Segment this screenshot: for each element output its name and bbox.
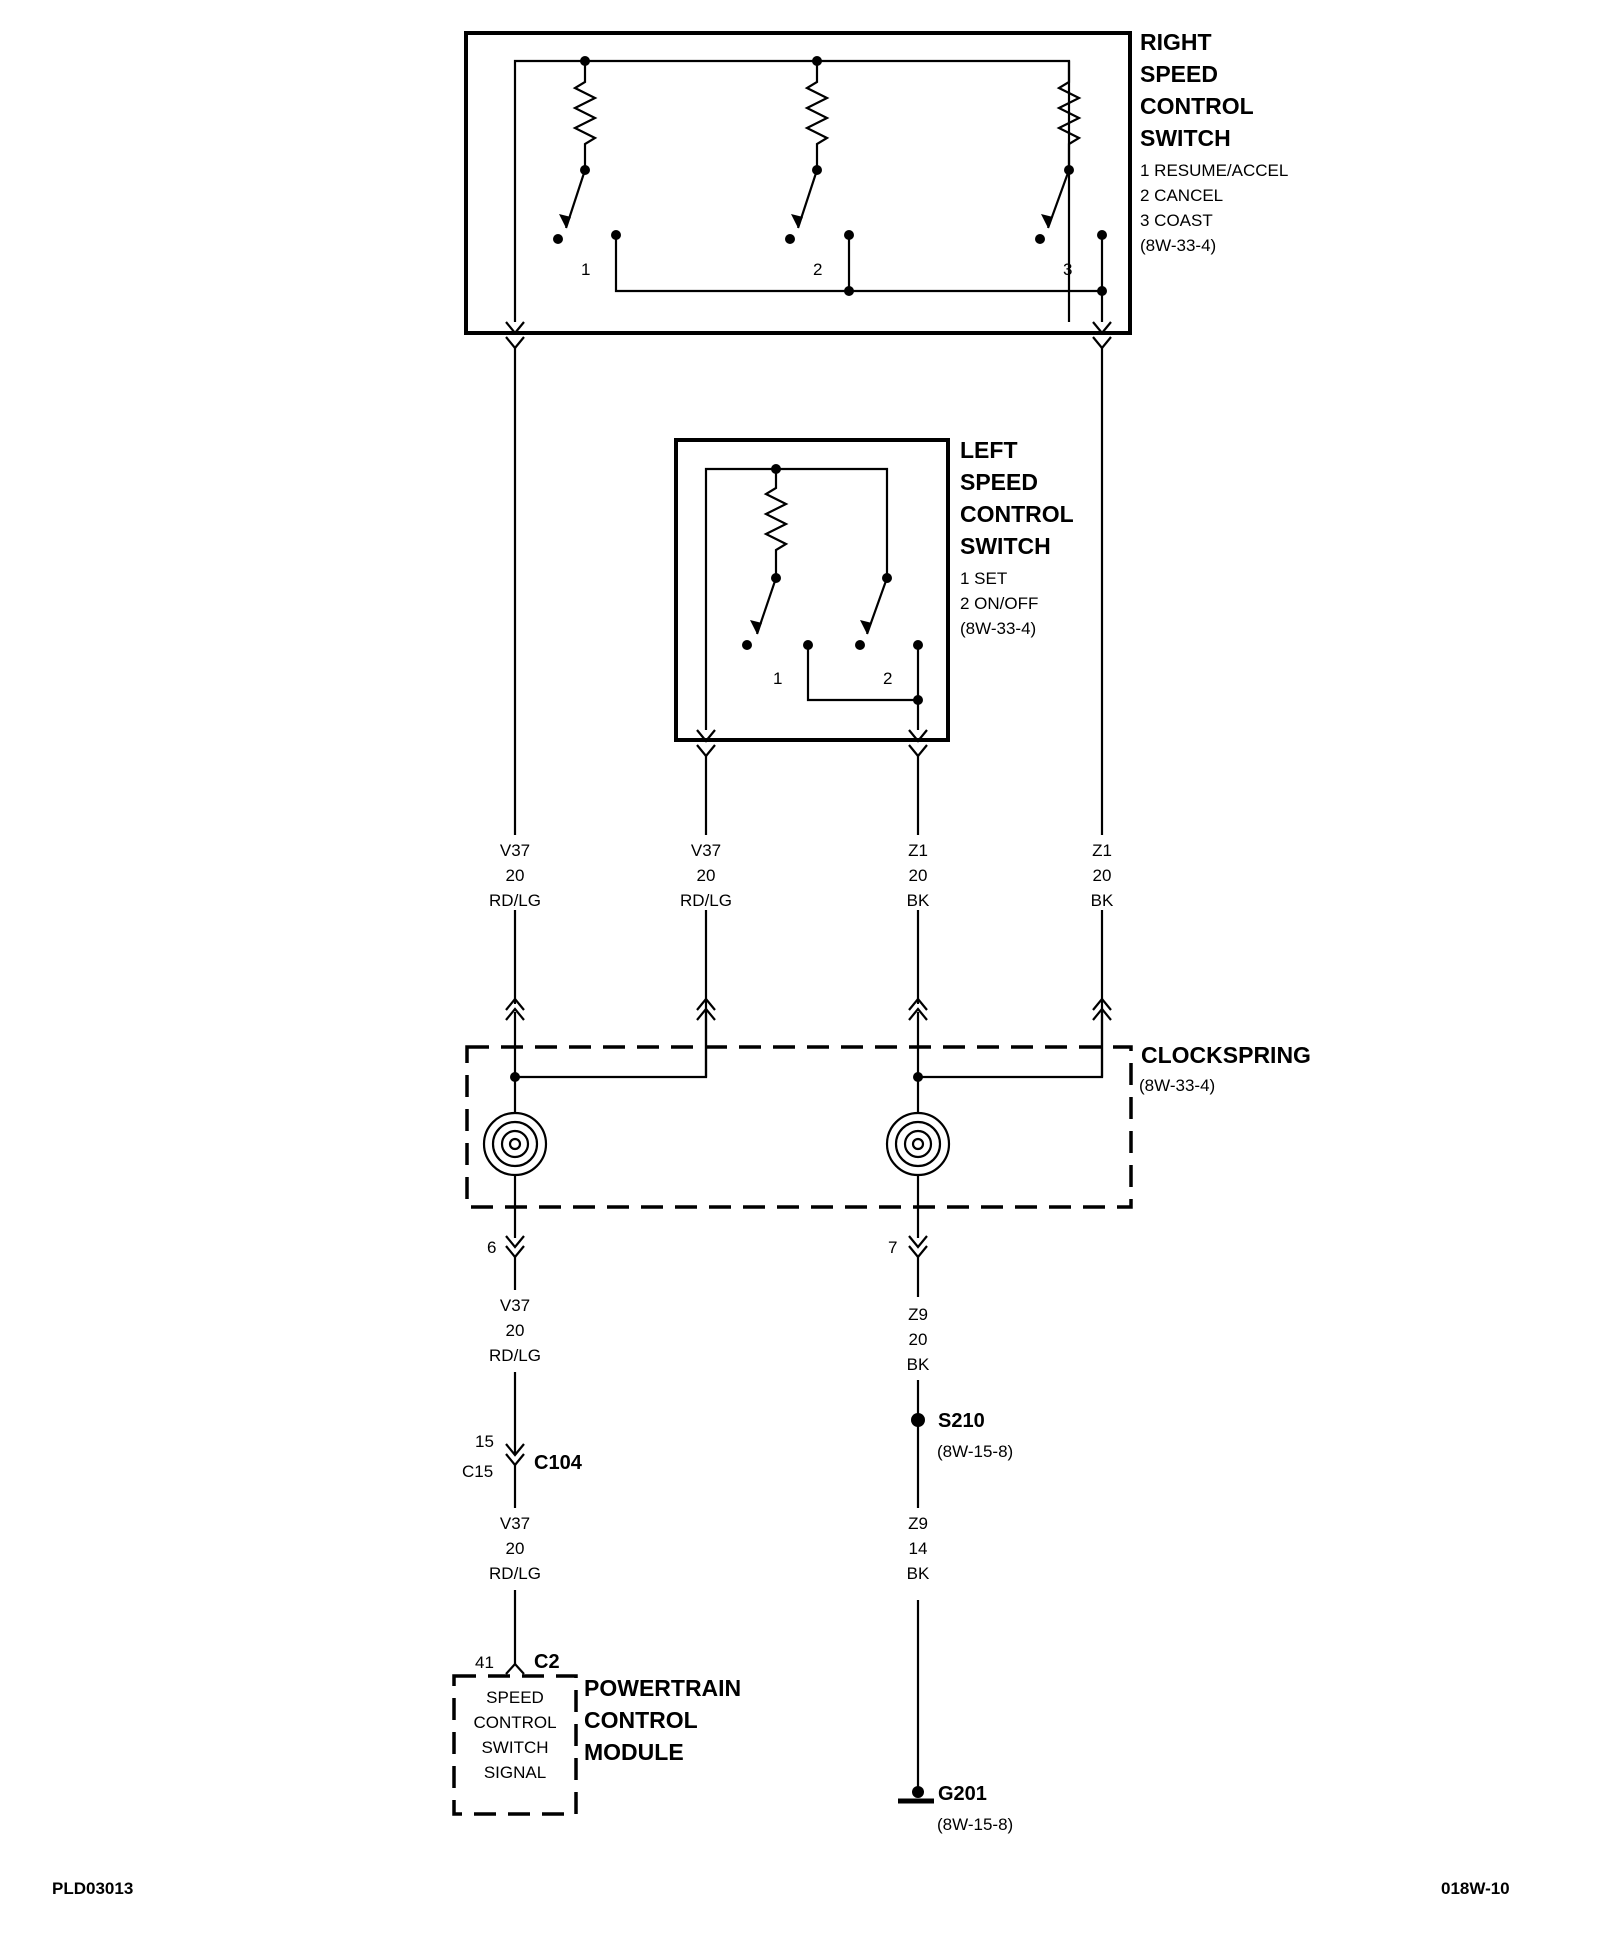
svg-text:20: 20: [697, 866, 716, 885]
svg-text:20: 20: [1093, 866, 1112, 885]
clockspring: 6 7 CLOCKSPRING (8W-33-4): [465, 1012, 1311, 1259]
wire-label-z9-lower: Z9 14 BK: [907, 1514, 930, 1583]
footer-right-code: 018W-10: [1441, 1879, 1510, 1898]
svg-text:RD/LG: RD/LG: [489, 1346, 541, 1365]
wire-label-4: Z1 20 BK: [1091, 841, 1114, 910]
svg-text:RD/LG: RD/LG: [680, 891, 732, 910]
svg-text:20: 20: [909, 866, 928, 885]
right-switch-title-1: RIGHT: [1140, 29, 1212, 55]
z9-branch: Z9 20 BK S210 (8W-15-8) Z9 14 BK G201 (8…: [898, 1257, 1013, 1834]
right-switch-pin-3: 3: [1063, 260, 1072, 279]
c104-pin-bottom: C15: [462, 1462, 493, 1481]
right-switch-item-3: 3 COAST: [1140, 211, 1213, 230]
pcm-signal-1: SPEED: [486, 1688, 544, 1707]
svg-text:RD/LG: RD/LG: [489, 1564, 541, 1583]
left-switch-title-2: SPEED: [960, 469, 1038, 495]
pcm-connector-c2: C2: [534, 1651, 560, 1673]
clockspring-coil-left: [482, 1111, 548, 1177]
svg-text:20: 20: [506, 866, 525, 885]
c104-label: C104: [534, 1452, 583, 1474]
left-switch-pin-1: 1: [773, 669, 782, 688]
right-switch-item-1: 1 RESUME/ACCEL: [1140, 161, 1288, 180]
right-switch-pin-1: 1: [581, 260, 590, 279]
svg-text:Z9: Z9: [908, 1514, 928, 1533]
s210-splice: S210 (8W-15-8): [911, 1410, 1013, 1461]
svg-text:BK: BK: [907, 1564, 930, 1583]
wire-label-v37-low: V37 20 RD/LG: [489, 1514, 541, 1583]
left-switch-title-3: CONTROL: [960, 501, 1074, 527]
right-switch-item-2: 2 CANCEL: [1140, 186, 1223, 205]
left-switch-title-4: SWITCH: [960, 533, 1051, 559]
svg-text:RD/LG: RD/LG: [489, 891, 541, 910]
left-switch-pin-2: 2: [883, 669, 892, 688]
clockspring-title: CLOCKSPRING: [1141, 1042, 1311, 1068]
svg-text:20: 20: [909, 1330, 928, 1349]
svg-text:V37: V37: [500, 841, 530, 860]
svg-text:20: 20: [506, 1539, 525, 1558]
g201-ref: (8W-15-8): [937, 1815, 1013, 1834]
right-switch-title-3: CONTROL: [1140, 93, 1254, 119]
pcm-title-2: CONTROL: [584, 1707, 698, 1733]
wire-label-z9-upper: Z9 20 BK: [907, 1305, 930, 1374]
powertrain-control-module: SPEED CONTROL SWITCH SIGNAL POWERTRAIN C…: [452, 1674, 741, 1816]
svg-text:V37: V37: [500, 1296, 530, 1315]
c104-connector: 15 C15 C104: [462, 1432, 583, 1481]
right-switch-ref: (8W-33-4): [1140, 236, 1216, 255]
clockspring-ref: (8W-33-4): [1139, 1076, 1215, 1095]
g201-ground: G201 (8W-15-8): [898, 1783, 1013, 1834]
left-switch-box: [674, 438, 950, 742]
upper-wires: V37 20 RD/LG V37 20 RD/LG Z1 20 BK Z1 20…: [489, 348, 1114, 1077]
left-switch-ref: (8W-33-4): [960, 619, 1036, 638]
pcm-title-1: POWERTRAIN: [584, 1675, 741, 1701]
footer-left-code: PLD03013: [52, 1879, 133, 1898]
wire-label-v37-mid: V37 20 RD/LG: [489, 1296, 541, 1365]
g201-label: G201: [938, 1783, 987, 1805]
svg-text:14: 14: [909, 1539, 928, 1558]
pcm-signal-4: SIGNAL: [484, 1763, 546, 1782]
s210-label: S210: [938, 1410, 985, 1432]
svg-text:20: 20: [506, 1321, 525, 1340]
svg-text:V37: V37: [500, 1514, 530, 1533]
v37-branch: V37 20 RD/LG 15 C15 C104 V37 20 RD/LG 41…: [462, 1257, 583, 1675]
right-speed-control-switch: 1 2 3 RIGHT SPEED CONTROL SWITCH 1 RESUM…: [464, 29, 1288, 350]
wire-label-1: V37 20 RD/LG: [489, 841, 541, 910]
pcm-pin-41: 41: [475, 1653, 494, 1672]
clockspring-coil-right: [885, 1111, 951, 1177]
right-switch-title-4: SWITCH: [1140, 125, 1231, 151]
pcm-signal-2: CONTROL: [473, 1713, 556, 1732]
svg-text:BK: BK: [907, 1355, 930, 1374]
clockspring-pin-7: 7: [888, 1238, 897, 1257]
svg-text:Z1: Z1: [908, 841, 928, 860]
wire-label-2: V37 20 RD/LG: [680, 841, 732, 910]
right-switch-pin-2: 2: [813, 260, 822, 279]
svg-text:BK: BK: [1091, 891, 1114, 910]
left-speed-control-switch: 1 2 LEFT SPEED CONTROL SWITCH 1 SET 2 ON…: [674, 437, 1074, 758]
clockspring-box: [465, 1045, 1133, 1209]
clockspring-pin-6: 6: [487, 1238, 496, 1257]
pcm-signal-3: SWITCH: [481, 1738, 548, 1757]
svg-text:Z9: Z9: [908, 1305, 928, 1324]
right-switch-box: [464, 31, 1132, 335]
c104-pin-top: 15: [475, 1432, 494, 1451]
svg-text:BK: BK: [907, 891, 930, 910]
svg-text:Z1: Z1: [1092, 841, 1112, 860]
svg-text:V37: V37: [691, 841, 721, 860]
pcm-title-3: MODULE: [584, 1739, 684, 1765]
s210-ref: (8W-15-8): [937, 1442, 1013, 1461]
right-switch-title-2: SPEED: [1140, 61, 1218, 87]
left-switch-title-1: LEFT: [960, 437, 1018, 463]
left-switch-item-2: 2 ON/OFF: [960, 594, 1038, 613]
wire-label-3: Z1 20 BK: [907, 841, 930, 910]
pcm-box: [452, 1674, 578, 1816]
left-switch-item-1: 1 SET: [960, 569, 1007, 588]
